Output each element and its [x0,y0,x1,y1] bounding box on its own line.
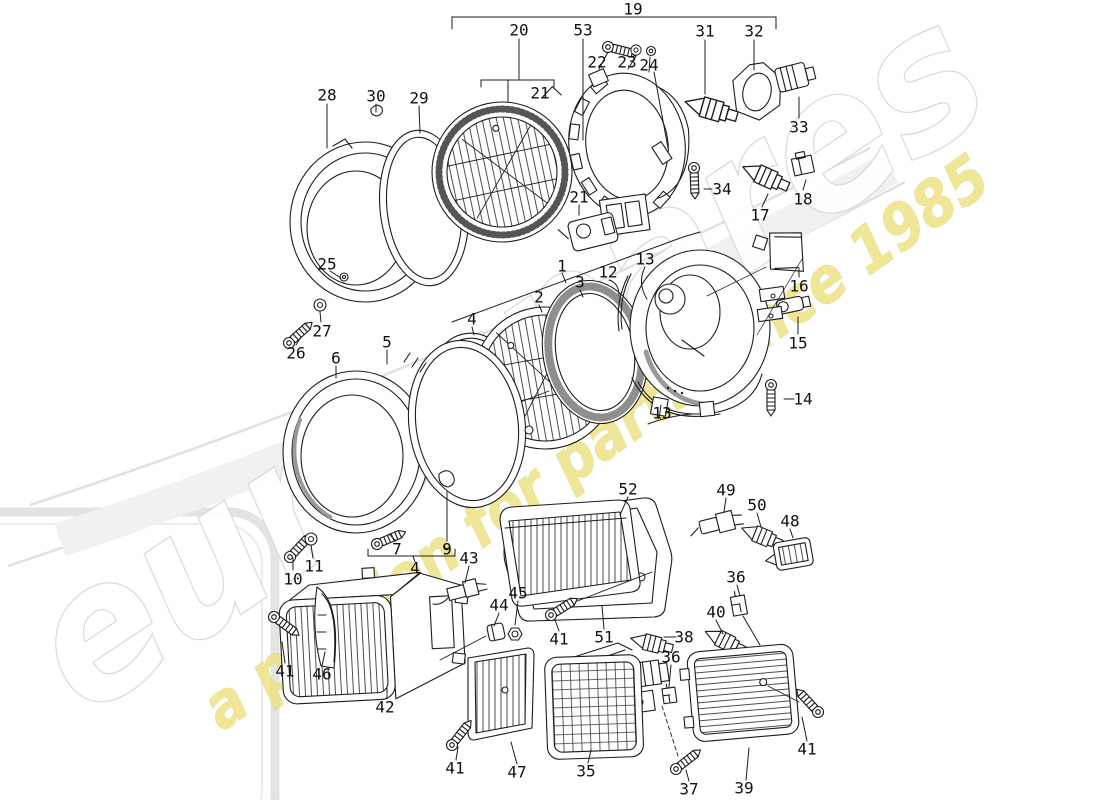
part-43-bulb-holder [432,578,488,605]
part-label-34[interactable]: 34 [712,180,731,199]
part-42-foglight-unit [278,567,469,705]
part-label-14[interactable]: 14 [793,390,812,409]
part-label-36[interactable]: 36 [726,568,745,587]
part-48-side-lens [765,537,814,571]
part-5-ring [403,339,534,509]
part-label-36[interactable]: 36 [661,648,680,667]
part-label-26[interactable]: 26 [286,344,305,363]
part-32-retaining-ring [732,62,782,121]
part-label-16[interactable]: 16 [789,277,808,296]
part-label-4[interactable]: 4 [467,310,477,329]
part-label-15[interactable]: 15 [788,334,807,353]
part-label-31[interactable]: 31 [695,22,714,41]
part-47-side-lens [467,647,535,741]
part-39-side-panel [679,643,800,742]
part-label-32[interactable]: 32 [744,22,763,41]
part-label-11[interactable]: 11 [304,557,323,576]
part-label-19[interactable]: 19 [623,0,642,19]
part-label-49[interactable]: 49 [716,481,735,500]
part-21-sealed-beam [431,86,573,243]
part-label-28[interactable]: 28 [317,86,336,105]
part-36-clip-lower [661,683,678,705]
diagram-linework [265,39,827,778]
part-36-clip-upper [729,591,749,617]
part-label-2[interactable]: 2 [534,288,544,307]
part-label-40[interactable]: 40 [706,603,725,622]
part-51-fog-lens [499,499,641,607]
part-label-4[interactable]: 4 [410,559,420,578]
part-label-7[interactable]: 7 [392,540,402,559]
part-16-cap [752,232,804,272]
part-label-1[interactable]: 1 [557,257,567,276]
part-label-52[interactable]: 52 [618,480,637,499]
part-label-51[interactable]: 51 [594,628,613,647]
part-30-clip [370,104,383,117]
leader-lines [281,16,808,782]
part-46-bracket [314,586,337,669]
part-label-24[interactable]: 24 [639,56,658,75]
part-label-25[interactable]: 25 [317,255,336,274]
part-label-23[interactable]: 23 [617,53,636,72]
part-15-bulb-holder [776,295,812,315]
part-18-socket [790,150,815,177]
part-label-6[interactable]: 6 [331,349,341,368]
part-label-38[interactable]: 38 [674,628,693,647]
part-49-bulb-socket [690,509,745,537]
part-label-3[interactable]: 3 [575,273,585,292]
part-label-20[interactable]: 20 [509,21,528,40]
part-14-screw [764,378,778,417]
part-label-27[interactable]: 27 [312,322,331,341]
part-label-12[interactable]: 12 [598,263,617,282]
part-label-41[interactable]: 41 [549,630,568,649]
part-45-nut [507,627,523,641]
part-9-grommet [438,470,455,550]
part-label-53[interactable]: 53 [573,21,592,40]
part-label-48[interactable]: 48 [780,512,799,531]
part-label-22[interactable]: 22 [587,53,606,72]
part-label-46[interactable]: 46 [312,665,331,684]
part-label-50[interactable]: 50 [747,496,766,515]
part-label-5[interactable]: 5 [382,333,392,352]
part-label-18[interactable]: 18 [793,190,812,209]
part-label-41[interactable]: 41 [445,759,464,778]
part-label-29[interactable]: 29 [409,89,428,108]
part-label-37[interactable]: 37 [679,780,698,799]
part-label-13[interactable]: 13 [652,404,671,423]
part-label-30[interactable]: 30 [366,87,385,106]
part-label-21[interactable]: 21 [530,84,549,103]
part-11-washer [304,532,318,546]
part-label-39[interactable]: 39 [734,779,753,798]
part-label-35[interactable]: 35 [576,762,595,781]
part-27-washer [313,298,327,312]
part-label-41[interactable]: 41 [275,662,294,681]
part-label-9[interactable]: 9 [442,540,452,559]
part-label-17[interactable]: 17 [750,206,769,225]
part-33-connector [774,62,817,93]
part-label-43[interactable]: 43 [459,549,478,568]
part-44-socket [486,622,506,642]
part-label-33[interactable]: 33 [789,118,808,137]
part-label-42[interactable]: 42 [375,698,394,717]
part-label-45[interactable]: 45 [508,584,527,603]
part-label-21[interactable]: 21 [569,188,588,207]
part-35-turn-signal [544,642,670,760]
part-21-adjuster [567,212,619,252]
part-label-13[interactable]: 13 [635,250,654,269]
part-label-47[interactable]: 47 [507,763,526,782]
part-label-41[interactable]: 41 [797,740,816,759]
part-6-trim-ring [282,370,430,534]
part-label-10[interactable]: 10 [283,570,302,589]
part-label-44[interactable]: 44 [489,596,508,615]
part-1-housing [629,249,786,418]
part-24-washer [645,45,657,57]
